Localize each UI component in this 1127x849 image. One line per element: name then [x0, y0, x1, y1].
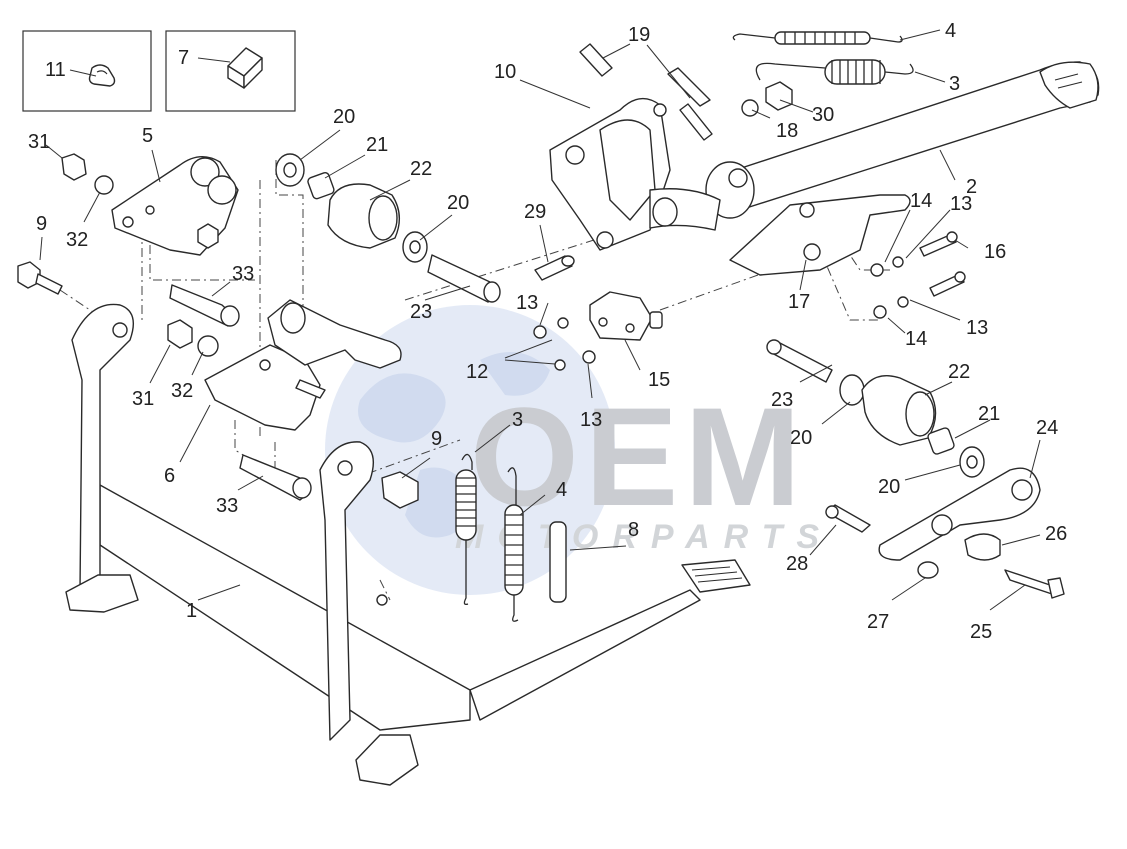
callout-32-a: 32: [66, 229, 88, 251]
part-30-nut: [765, 81, 793, 111]
callout-3-top: 3: [949, 73, 960, 95]
part-3-spring-top: [755, 59, 914, 85]
callout-30: 30: [812, 104, 834, 126]
callout-20-d: 20: [878, 476, 900, 498]
part-2-side-stand: [705, 61, 1100, 219]
callout-13-c: 13: [950, 193, 972, 215]
callout-4-top: 4: [945, 20, 956, 42]
parts-13-14-16-fasteners: [870, 231, 966, 319]
parts-24-28-lever: [825, 467, 1065, 599]
callout-7: 7: [178, 47, 189, 69]
callout-31-a: 31: [28, 131, 50, 153]
parts-20-21-22-23-upper: [275, 153, 501, 303]
callout-9-left: 9: [36, 213, 47, 235]
callout-6: 6: [164, 465, 175, 487]
callout-4-lower: 4: [556, 479, 567, 501]
part-15-switch: [589, 291, 663, 341]
callout-31-b: 31: [132, 388, 154, 410]
callout-labels: 1 2 3 3 4 4 5 6 7 8 9 9 10 11 12 13 13 1…: [28, 20, 1067, 643]
callout-18: 18: [776, 120, 798, 142]
parts-20-21-22-23-lower: [766, 339, 985, 478]
callout-11: 11: [45, 59, 66, 81]
part-5-plate: [111, 156, 239, 256]
callout-9-center: 9: [431, 428, 442, 450]
left-hardware: [17, 153, 419, 509]
parts-12-13-small: [533, 317, 596, 371]
watermark: OEM MOTORPARTS: [325, 305, 819, 595]
part-4-spring-top: [732, 31, 903, 45]
part-18-washer: [741, 99, 759, 117]
part-8-rod: [549, 521, 567, 603]
callout-25: 25: [970, 621, 992, 643]
callout-2: 2: [966, 176, 977, 198]
callout-22-a: 22: [410, 158, 432, 180]
callout-20-c: 20: [790, 427, 812, 449]
callout-29: 29: [524, 201, 546, 223]
callout-1: 1: [186, 600, 197, 622]
callout-24: 24: [1036, 417, 1058, 439]
callout-16: 16: [984, 241, 1006, 263]
callout-23-b: 23: [771, 389, 793, 411]
callout-14-b: 14: [905, 328, 927, 350]
callout-5: 5: [142, 125, 153, 147]
callout-3-lower: 3: [512, 409, 523, 431]
callout-32-b: 32: [171, 380, 193, 402]
callout-28: 28: [786, 553, 808, 575]
part-4-spring-lower: [504, 467, 524, 622]
callout-33-a: 33: [232, 263, 254, 285]
leader-lines: [39, 29, 1041, 611]
part-11-clip: [88, 64, 116, 87]
callout-10: 10: [494, 61, 516, 83]
callout-20-a: 20: [333, 106, 355, 128]
callout-8: 8: [628, 519, 639, 541]
inset-box-11: [22, 30, 152, 112]
part-10-bracket: [549, 97, 721, 251]
callout-27: 27: [867, 611, 889, 633]
callout-20-b: 20: [447, 192, 469, 214]
callout-23-a: 23: [410, 301, 432, 323]
callout-21-a: 21: [366, 134, 388, 156]
callout-19: 19: [628, 24, 650, 46]
callout-26: 26: [1045, 523, 1067, 545]
part-19-bolts: [579, 43, 713, 141]
callout-15: 15: [648, 369, 670, 391]
callout-22-b: 22: [948, 361, 970, 383]
watermark-globe-land: [358, 352, 550, 538]
watermark-logo-text: OEM: [470, 378, 807, 535]
callout-33-b: 33: [216, 495, 238, 517]
callout-13-b: 13: [580, 409, 602, 431]
part-1-center-stand: [65, 303, 751, 786]
bracket-center: [267, 299, 402, 369]
callout-12: 12: [466, 361, 488, 383]
callout-13-d: 13: [966, 317, 988, 339]
callout-17: 17: [788, 291, 810, 313]
part-29-pin: [534, 255, 575, 281]
inset-box-7: [165, 30, 296, 112]
callout-13-a: 13: [516, 292, 538, 314]
part-17-plate: [729, 194, 911, 276]
part-7-block: [227, 47, 263, 89]
callout-21-b: 21: [978, 403, 1000, 425]
part-3-spring-lower: [455, 453, 477, 606]
callout-14-a: 14: [910, 190, 932, 212]
